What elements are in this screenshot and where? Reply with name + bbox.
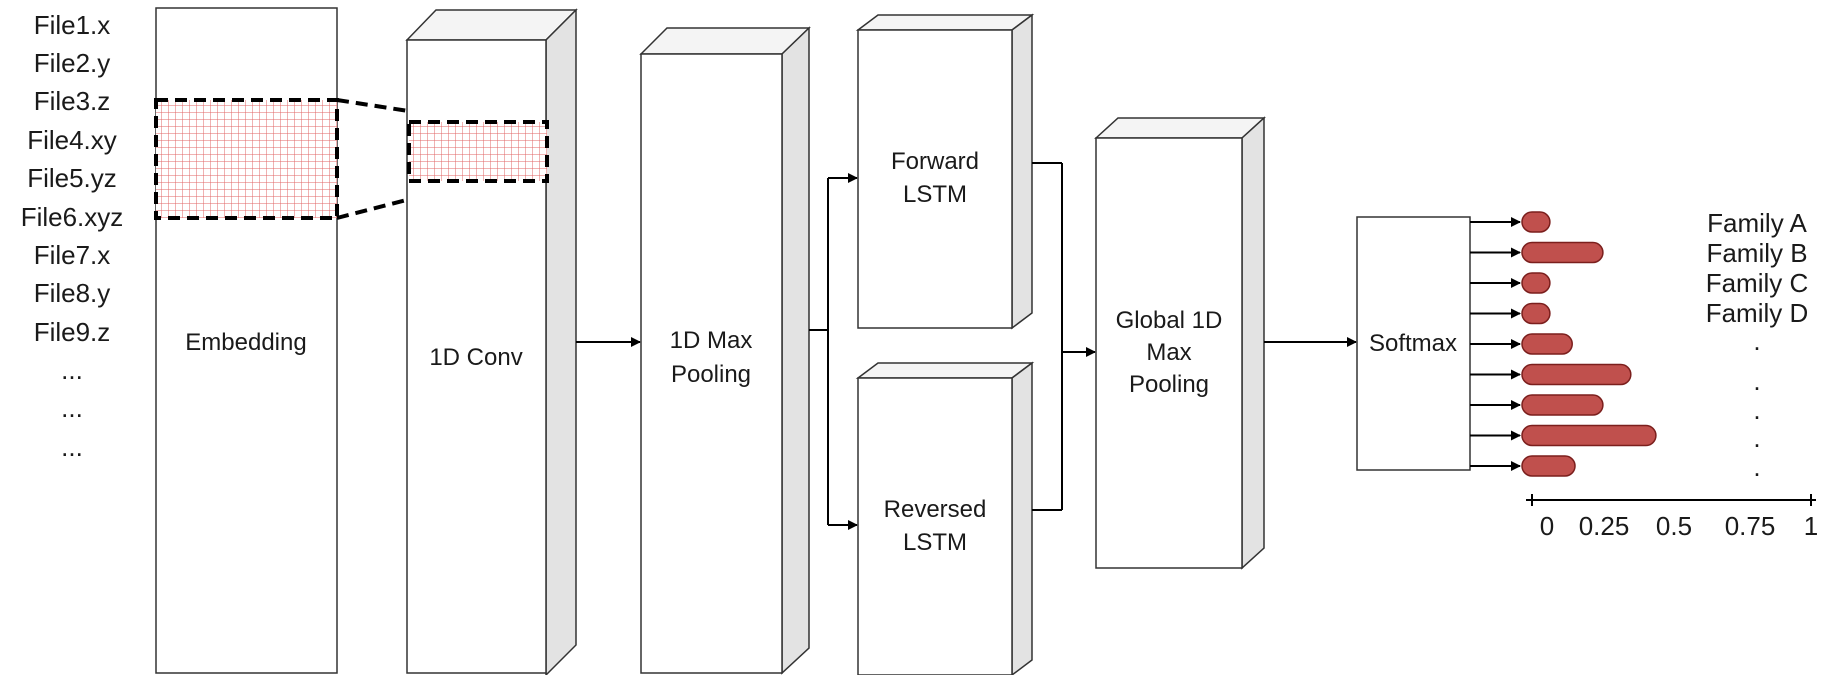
reversed-lstm-box-top bbox=[855, 362, 1035, 379]
file-ellipsis: ... bbox=[61, 432, 83, 462]
maxpool-label-line1: 1D Max bbox=[670, 327, 753, 354]
probability-bar bbox=[1521, 424, 1657, 447]
maxpool-label-line2: Pooling bbox=[671, 361, 751, 388]
file-ellipsis: ... bbox=[61, 355, 83, 385]
maxpool-box-top bbox=[639, 27, 811, 55]
input-file-list: File1.x File2.y File3.z File4.xy File5.y… bbox=[21, 10, 124, 462]
file-label: File1.x bbox=[34, 10, 111, 40]
global-pool-label-line1: Global 1D bbox=[1116, 307, 1223, 334]
probability-bar bbox=[1521, 211, 1551, 233]
global-pool-box-side bbox=[1241, 116, 1265, 570]
probability-bar bbox=[1521, 363, 1632, 386]
file-label: File3.z bbox=[34, 86, 111, 116]
output-probability-bars bbox=[1470, 211, 1657, 477]
forward-lstm-layer: Forward LSTM bbox=[855, 13, 1035, 330]
softmax-layer: Softmax bbox=[1356, 216, 1471, 471]
embedding-window-outline bbox=[154, 98, 339, 220]
maxpool-layer: 1D Max Pooling bbox=[639, 26, 811, 675]
family-label: Family D bbox=[1706, 298, 1809, 328]
file-label: File5.yz bbox=[27, 163, 117, 193]
maxpool-box bbox=[640, 53, 783, 674]
reversed-lstm-label-line1: Reversed bbox=[884, 496, 987, 523]
family-ellipsis-dot: . bbox=[1753, 423, 1760, 453]
file-label: File6.xyz bbox=[21, 202, 124, 232]
reversed-lstm-label-line2: LSTM bbox=[903, 529, 967, 556]
global-pool-label-line3: Pooling bbox=[1129, 371, 1209, 398]
conv-grid-region bbox=[409, 122, 547, 181]
file-label: File7.x bbox=[34, 240, 111, 270]
family-ellipsis-dot: . bbox=[1753, 452, 1760, 482]
file-label: File2.y bbox=[34, 48, 111, 78]
embedding-label: Embedding bbox=[185, 329, 306, 356]
softmax-label: Softmax bbox=[1369, 330, 1457, 357]
probability-bar bbox=[1521, 455, 1576, 477]
conv-label: 1D Conv bbox=[429, 344, 522, 371]
global-pool-box-top bbox=[1094, 117, 1266, 139]
probability-bar bbox=[1521, 241, 1604, 264]
probability-bar bbox=[1521, 302, 1551, 325]
axis-tick-label: 1 bbox=[1804, 511, 1818, 541]
family-label: Family A bbox=[1707, 208, 1807, 238]
conv-box-side bbox=[545, 8, 577, 675]
axis-tick-label: 0.5 bbox=[1656, 511, 1692, 541]
reversed-lstm-box bbox=[857, 377, 1013, 675]
maxpool-box-side bbox=[781, 26, 810, 675]
reversed-lstm-layer: Reversed LSTM bbox=[855, 361, 1035, 675]
global-pool-layer: Global 1D Max Pooling bbox=[1094, 116, 1266, 570]
file-label: File8.y bbox=[34, 278, 111, 308]
forward-lstm-box-side bbox=[1011, 13, 1033, 330]
file-label: File4.xy bbox=[27, 125, 117, 155]
reversed-lstm-box-side bbox=[1011, 361, 1033, 675]
split-connector bbox=[809, 173, 858, 530]
global-pool-label-line2: Max bbox=[1146, 339, 1191, 366]
axis-tick-label: 0 bbox=[1540, 511, 1554, 541]
file-label: File9.z bbox=[34, 317, 111, 347]
embedding-grid-region bbox=[156, 100, 337, 218]
conv-window-outline bbox=[407, 120, 549, 183]
output-axis: 0 0.25 0.5 0.75 1 bbox=[1526, 494, 1818, 541]
embedding-layer: Embedding bbox=[154, 7, 339, 674]
global-pool-box bbox=[1095, 137, 1243, 569]
family-ellipsis-dot: . bbox=[1753, 395, 1760, 425]
merge-connector bbox=[1032, 162, 1096, 511]
probability-bar bbox=[1521, 333, 1573, 355]
family-label: Family B bbox=[1706, 238, 1807, 268]
family-ellipsis-dot: . bbox=[1753, 366, 1760, 396]
family-label: Family C bbox=[1706, 268, 1809, 298]
axis-tick-label: 0.75 bbox=[1725, 511, 1776, 541]
family-labels: Family A Family B Family C Family D . . … bbox=[1706, 208, 1809, 482]
probability-bar bbox=[1521, 272, 1551, 294]
forward-lstm-box bbox=[857, 29, 1013, 329]
forward-lstm-label-line2: LSTM bbox=[903, 181, 967, 208]
forward-lstm-box-top bbox=[855, 14, 1035, 31]
family-ellipsis-dot: . bbox=[1753, 326, 1760, 356]
probability-bar bbox=[1521, 394, 1604, 416]
conv-layer: 1D Conv bbox=[405, 8, 578, 675]
file-ellipsis: ... bbox=[61, 393, 83, 423]
forward-lstm-label-line1: Forward bbox=[891, 148, 979, 175]
softmax-box bbox=[1356, 216, 1471, 471]
axis-tick-label: 0.25 bbox=[1579, 511, 1630, 541]
